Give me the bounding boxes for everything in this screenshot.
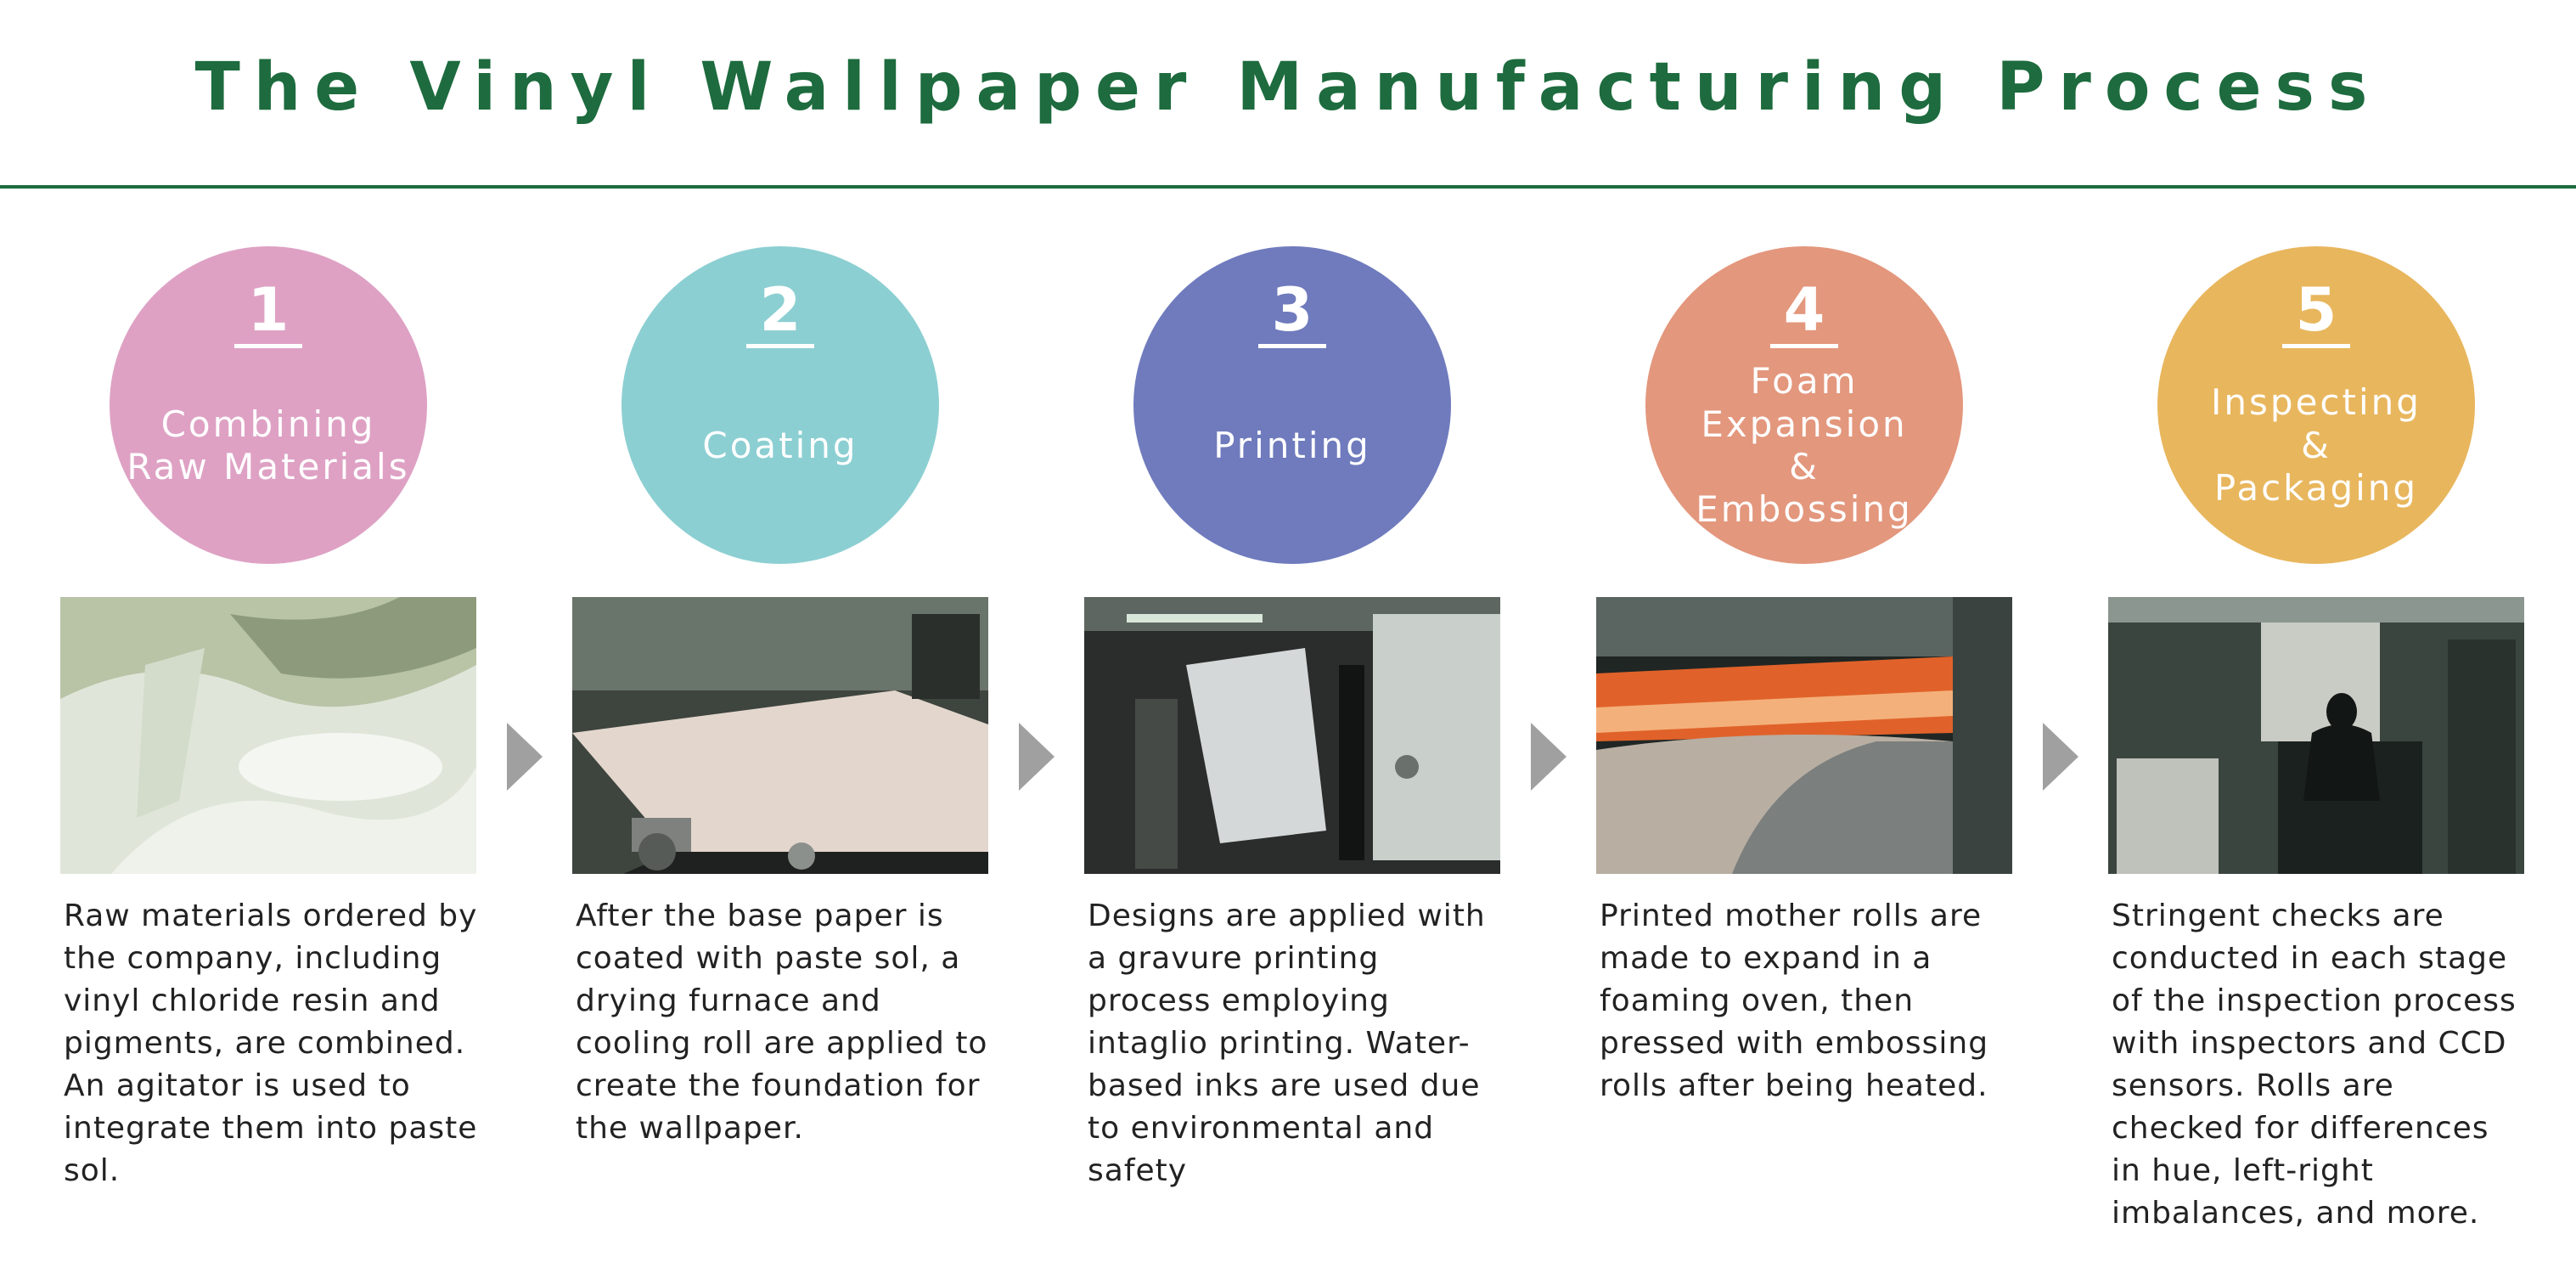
step-4-label-line: Embossing xyxy=(1696,488,1913,531)
step-3-number: 3 xyxy=(1271,275,1313,345)
step-5: 5 Inspecting & Packaging Stringent check… xyxy=(2108,0,2524,1262)
step-5-label-line: Inspecting xyxy=(2211,381,2421,424)
step-3-photo xyxy=(1084,597,1500,874)
arrow-right-icon xyxy=(1019,723,1055,791)
step-4-number: 4 xyxy=(1783,275,1825,345)
step-1-description: Raw materials ordered by the company, in… xyxy=(64,899,478,1188)
arrow-right-icon xyxy=(2043,723,2078,791)
step-1-number-underline xyxy=(234,344,302,348)
foaming-oven-image xyxy=(1596,597,2012,874)
coating-machine-image xyxy=(572,597,988,874)
step-3-number-underline xyxy=(1258,344,1326,348)
step-5-photo xyxy=(2108,597,2524,874)
step-2-label-line: Coating xyxy=(702,424,858,466)
step-5-number: 5 xyxy=(2295,275,2337,345)
step-2-description: After the base paper is coated with past… xyxy=(576,899,988,1146)
step-1-label: Combining Raw Materials xyxy=(110,365,427,527)
step-4-label-line: & xyxy=(1789,446,1820,487)
inspection-line-image xyxy=(2108,597,2524,874)
mixing-vat-image xyxy=(60,597,476,874)
step-3: 3 Printing Designs are applied with a gr… xyxy=(1084,0,1500,1262)
step-2: 2 Coating After the base paper is coated… xyxy=(572,0,988,1262)
title-divider xyxy=(0,185,2576,189)
step-2-label: Coating xyxy=(622,365,939,527)
step-4-circle: 4 Foam Expansion & Embossing xyxy=(1645,246,1963,564)
step-3-circle: 3 Printing xyxy=(1133,246,1451,564)
step-2-circle: 2 Coating xyxy=(622,246,939,564)
step-2-photo xyxy=(572,597,988,874)
step-5-label: Inspecting & Packaging xyxy=(2157,365,2475,527)
step-1-number: 1 xyxy=(247,275,290,345)
step-4-description: Printed mother rolls are made to expand … xyxy=(1600,899,1989,1103)
step-5-circle: 5 Inspecting & Packaging xyxy=(2157,246,2475,564)
printing-press-image xyxy=(1084,597,1500,874)
step-3-label-line: Printing xyxy=(1213,424,1371,466)
step-3-description: Designs are applied with a gravure print… xyxy=(1088,899,1486,1188)
step-4-label-line: Foam Expansion xyxy=(1701,360,1908,445)
step-1-label-line: Combining xyxy=(160,403,376,445)
step-1-label-line: Raw Materials xyxy=(127,446,410,487)
step-1-photo xyxy=(60,597,476,874)
step-2-number: 2 xyxy=(759,275,801,345)
step-4: 4 Foam Expansion & Embossing Printed mot… xyxy=(1596,0,2012,1262)
step-4-number-underline xyxy=(1770,344,1838,348)
arrow-right-icon xyxy=(1531,723,1566,791)
step-5-label-line: Packaging xyxy=(2213,467,2419,510)
arrow-right-icon xyxy=(507,723,543,791)
step-5-description: Stringent checks are conducted in each s… xyxy=(2112,899,2517,1231)
step-4-photo xyxy=(1596,597,2012,874)
step-2-number-underline xyxy=(746,344,814,348)
step-1-circle: 1 Combining Raw Materials xyxy=(110,246,427,564)
step-3-label: Printing xyxy=(1133,365,1451,527)
step-1: 1 Combining Raw Materials Raw materials … xyxy=(60,0,476,1262)
step-5-label-line: & xyxy=(2301,424,2331,466)
page-title: The Vinyl Wallpaper Manufacturing Proces… xyxy=(194,49,2382,126)
step-4-label: Foam Expansion & Embossing xyxy=(1645,360,1963,530)
step-5-number-underline xyxy=(2282,344,2350,348)
